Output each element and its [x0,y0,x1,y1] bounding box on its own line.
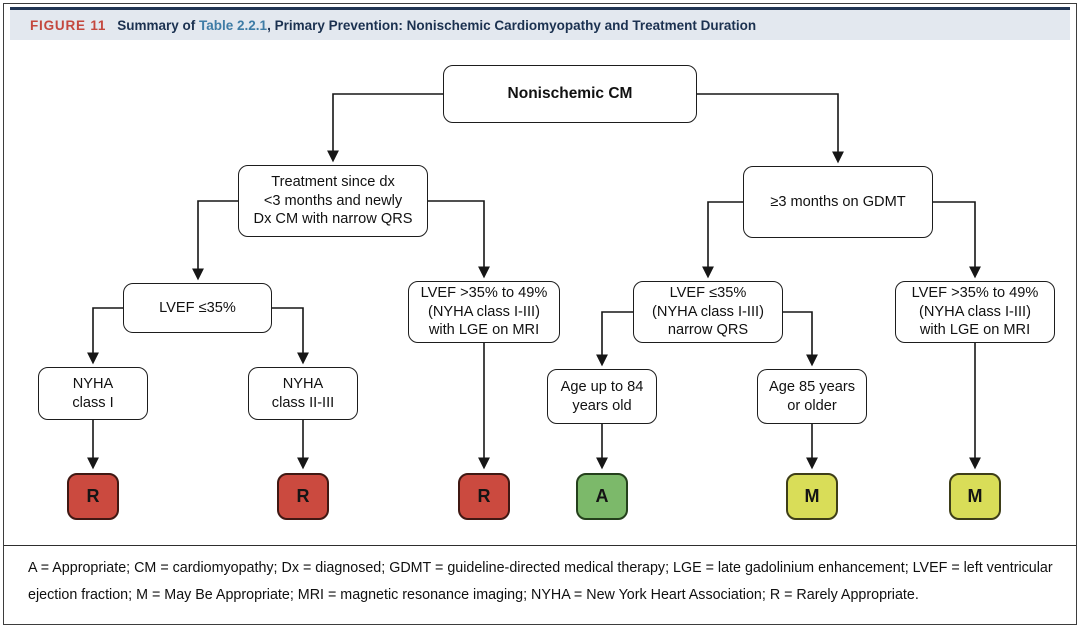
node-lvef-le-35: LVEF ≤35% [123,283,272,333]
node-lvef-35-49-lge-left: LVEF >35% to 49% (NYHA class I-III) with… [408,281,560,343]
node-nyha-class-ii-iii: NYHA class II-III [248,367,358,420]
footnote-line-2: ejection fraction; M = May Be Appropriat… [28,586,919,603]
node-3-months-gdmt: ≥3 months on GDMT [743,166,933,238]
node-age-85-or-older: Age 85 years or older [757,369,867,424]
figure-table-reference: Table 2.2.1 [199,17,268,33]
result-may-be-appropriate-2: M [949,473,1001,520]
figure-header: FIGURE 11 Summary of Table 2.2.1, Primar… [10,7,1070,40]
node-lvef-le-35-narrow-qrs: LVEF ≤35% (NYHA class I-III) narrow QRS [633,281,783,343]
node-treatment-since-dx: Treatment since dx <3 months and newly D… [238,165,428,237]
node-nonischemic-cm: Nonischemic CM [443,65,697,123]
result-appropriate: A [576,473,628,520]
node-age-up-to-84: Age up to 84 years old [547,369,657,424]
abbreviation-footnote: A = Appropriate; CM = cardiomyopathy; Dx… [28,555,1062,609]
figure-title: Summary of Table 2.2.1, Primary Preventi… [117,18,756,33]
result-may-be-appropriate-1: M [786,473,838,520]
figure-number-label: FIGURE 11 [30,17,107,33]
figure-title-suffix: , Primary Prevention: Nonischemic Cardio… [267,17,757,33]
footnote-divider [3,545,1077,546]
node-nyha-class-i: NYHA class I [38,367,148,420]
result-rarely-appropriate-2: R [277,473,329,520]
result-rarely-appropriate-1: R [67,473,119,520]
figure-title-prefix: Summary of [117,17,200,33]
node-lvef-35-49-lge-right: LVEF >35% to 49% (NYHA class I-III) with… [895,281,1055,343]
result-rarely-appropriate-3: R [458,473,510,520]
footnote-line-1: A = Appropriate; CM = cardiomyopathy; Dx… [28,560,1053,576]
